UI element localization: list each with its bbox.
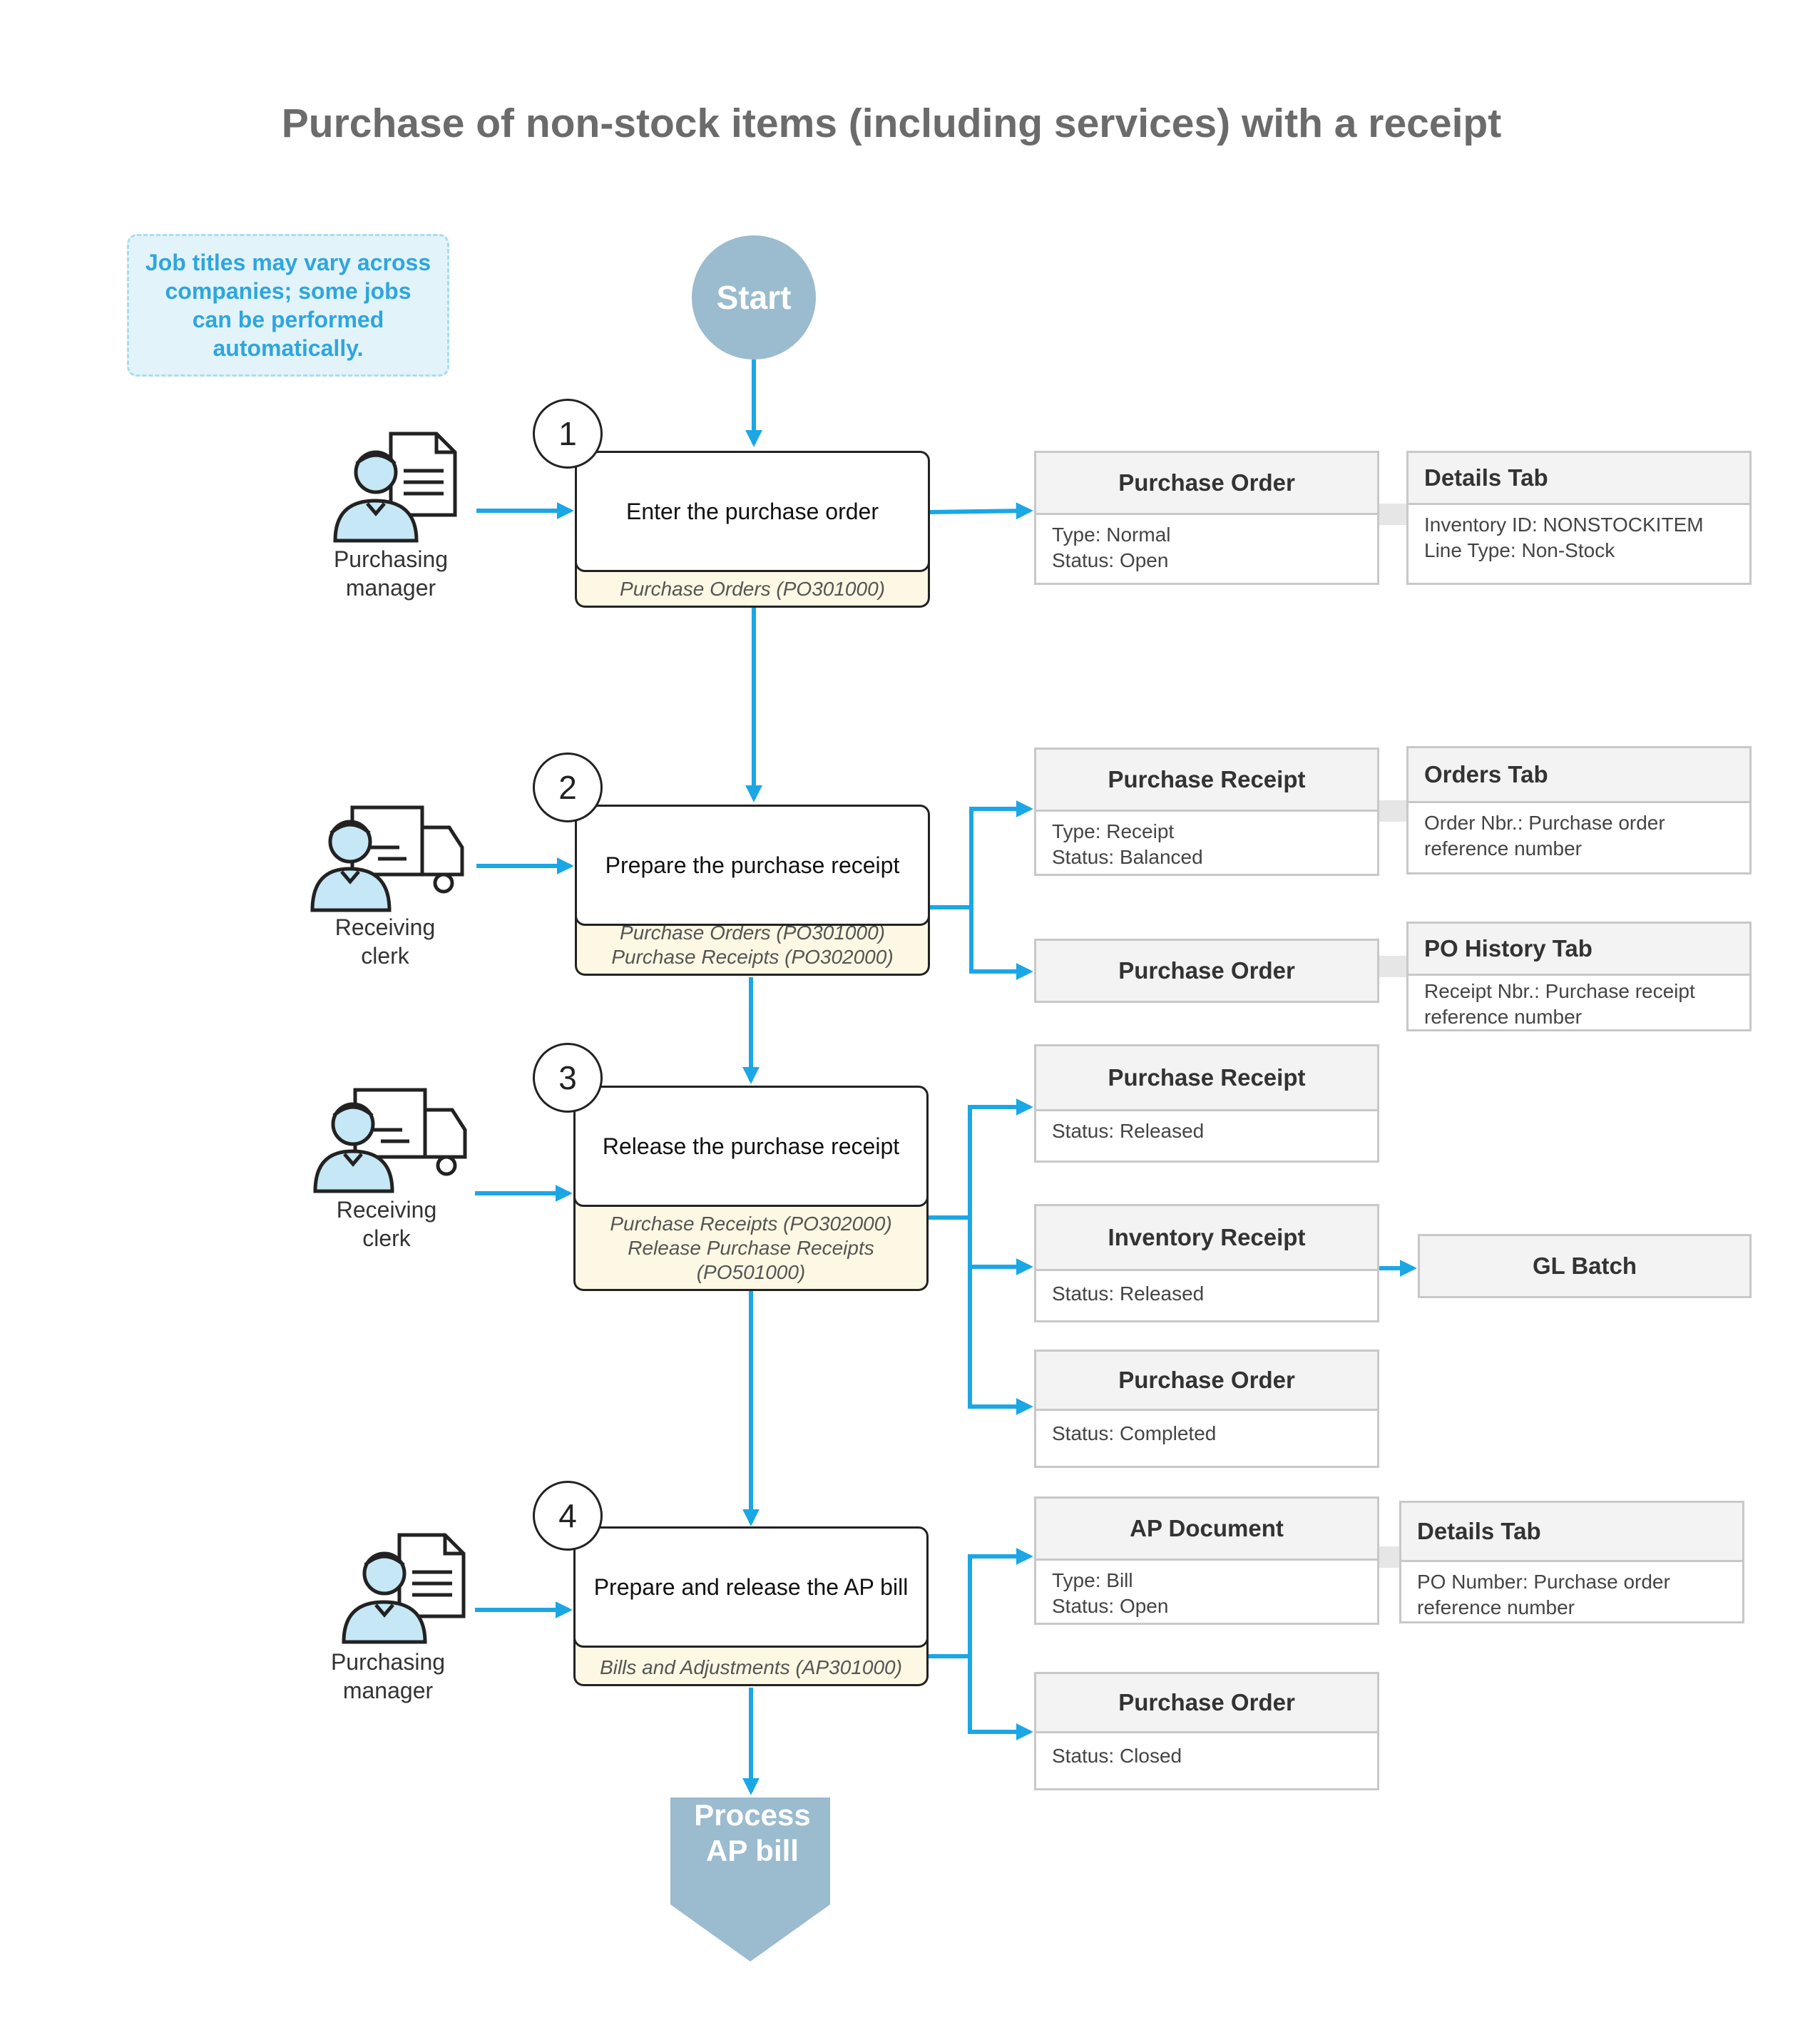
step3-form-line: (PO501000) xyxy=(696,1261,806,1283)
card-po-history-tab: PO History Tab Receipt Nbr.: Purchase re… xyxy=(1406,922,1752,1031)
arrow-step2-to-po xyxy=(969,907,1033,980)
step1-box: Enter the purchase order xyxy=(575,451,930,572)
card-body: Status: Closed xyxy=(1052,1745,1182,1767)
arrow-step4-to-po xyxy=(968,1656,1033,1740)
card-body: Type: Bill Status: Open xyxy=(1052,1569,1169,1617)
card-orders-tab: Orders Tab Order Nbr.: Purchase order re… xyxy=(1406,746,1752,874)
arrow-step3-to-po xyxy=(968,1218,1033,1415)
card-body: Inventory ID: NONSTOCKITEM Line Type: No… xyxy=(1424,514,1704,561)
card-purchase-order: Purchase Order Type: Normal Status: Open xyxy=(1034,451,1379,585)
diagram-title: Purchase of non-stock items (including s… xyxy=(281,101,1502,146)
card-link xyxy=(1378,504,1406,525)
role-label-line: clerk xyxy=(362,1225,411,1251)
step4-number: 4 xyxy=(533,1481,603,1551)
card-purchase-receipt: Purchase Receipt Status: Released xyxy=(1034,1044,1379,1163)
card-link xyxy=(1378,956,1406,977)
card-purchase-receipt: Purchase Receipt Type: Receipt Status: B… xyxy=(1034,748,1379,876)
card-details-tab: Details Tab Inventory ID: NONSTOCKITEM L… xyxy=(1406,451,1752,585)
card-title: Purchase Order xyxy=(1036,453,1377,515)
card-link xyxy=(1378,800,1406,822)
role-label-line: Receiving xyxy=(334,914,436,940)
step2-number: 2 xyxy=(533,753,603,822)
step1-number: 1 xyxy=(533,399,603,469)
role-label-line: manager xyxy=(342,1678,434,1703)
card-body: Order Nbr.: Purchase order reference num… xyxy=(1424,812,1665,860)
step3-form-line: Release Purchase Receipts xyxy=(628,1237,874,1259)
role-label-line: Purchasing xyxy=(333,546,449,572)
step4-form-line: Bills and Adjustments (AP301000) xyxy=(600,1656,902,1678)
card-body: Status: Released xyxy=(1052,1282,1205,1305)
arrow-step1-to-po xyxy=(929,502,1033,520)
card-body: Type: Receipt Status: Balanced xyxy=(1052,820,1203,868)
step3-box: Release the purchase receipt xyxy=(573,1086,929,1207)
card-title: Orders Tab xyxy=(1409,748,1749,803)
card-title: Purchase Receipt xyxy=(1036,1046,1377,1111)
card-link xyxy=(1378,1546,1401,1568)
card-title: Details Tab xyxy=(1409,453,1749,505)
card-body: PO Number: Purchase order reference numb… xyxy=(1417,1571,1670,1618)
step4-box: Prepare and release the AP bill xyxy=(573,1526,929,1648)
card-title: PO History Tab xyxy=(1409,924,1749,976)
role-label-line: Receiving xyxy=(336,1197,437,1223)
card-details-tab: Details Tab PO Number: Purchase order re… xyxy=(1399,1501,1744,1623)
card-title: Details Tab xyxy=(1401,1503,1742,1562)
card-body: Status: Released xyxy=(1052,1120,1205,1142)
role-label-step2: Receiving clerk xyxy=(300,913,471,970)
job-titles-note: Job titles may vary across companies; so… xyxy=(127,234,449,377)
card-body: Receipt Nbr.: Purchase receipt reference… xyxy=(1424,980,1695,1028)
card-title: Purchase Order xyxy=(1036,1352,1377,1411)
role-label-line: manager xyxy=(345,575,436,601)
role-label-step4: Purchasing manager xyxy=(302,1648,474,1705)
card-body: Type: Normal Status: Open xyxy=(1052,524,1171,571)
card-title: Purchase Order xyxy=(1036,1674,1377,1733)
role-label-line: Purchasing xyxy=(330,1649,446,1675)
arrow-step2-to-receipt xyxy=(929,800,1033,909)
arrow-step3-to-receipt xyxy=(926,1098,1033,1220)
card-inventory-receipt: Inventory Receipt Status: Released xyxy=(1034,1204,1379,1322)
step1-form-line: Purchase Orders (PO301000) xyxy=(620,578,885,600)
role-label-line: clerk xyxy=(361,943,409,969)
card-purchase-order: Purchase Order Status: Closed xyxy=(1034,1672,1379,1790)
card-title: Inventory Receipt xyxy=(1036,1206,1377,1271)
end-node-label: Process AP bill xyxy=(694,1798,811,1867)
step3-number: 3 xyxy=(533,1043,603,1113)
card-ap-document: AP Document Type: Bill Status: Open xyxy=(1034,1496,1379,1625)
role-label-step3: Receiving clerk xyxy=(301,1195,472,1253)
role-label-step1: Purchasing manager xyxy=(305,545,476,602)
step2-box: Prepare the purchase receipt xyxy=(575,805,930,926)
step3-form-line: Purchase Receipts (PO302000) xyxy=(610,1213,892,1235)
end-node xyxy=(670,1797,830,1962)
card-gl-batch: GL Batch xyxy=(1418,1234,1752,1298)
card-title: AP Document xyxy=(1036,1499,1377,1561)
start-node: Start xyxy=(692,235,816,359)
card-body: Status: Completed xyxy=(1052,1422,1217,1444)
card-title: Purchase Receipt xyxy=(1036,750,1377,812)
card-purchase-order: Purchase Order Status: Completed xyxy=(1034,1350,1379,1468)
card-purchase-order: Purchase Order xyxy=(1034,939,1379,1003)
arrow-step4-to-ap xyxy=(926,1548,1033,1658)
step2-form-line: Purchase Receipts (PO302000) xyxy=(611,946,894,968)
